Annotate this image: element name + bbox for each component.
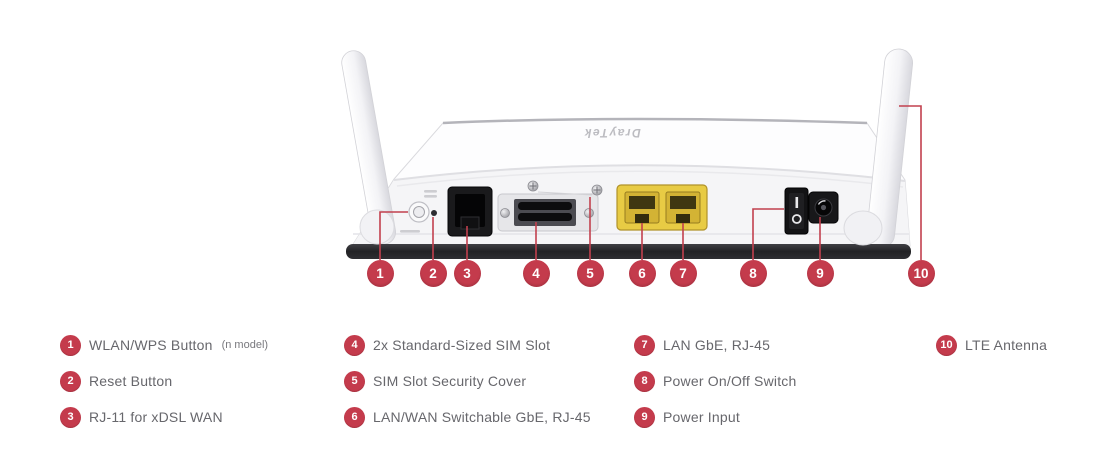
legend-badge-7: 7 — [634, 334, 655, 356]
reset-pinhole — [431, 210, 437, 216]
diagram-callout-10: 10 — [907, 259, 935, 287]
diagram-callout-6: 6 — [628, 259, 656, 287]
diagram-callout-9: 9 — [806, 259, 834, 287]
sim-slot — [497, 193, 599, 232]
legend-label: Reset Button — [89, 373, 173, 389]
legend-item-lte-antenna: 10 LTE Antenna — [936, 334, 1047, 356]
brand-logo: DrayTek — [583, 126, 641, 140]
legend-badge-4: 4 — [344, 334, 365, 356]
legend-item-power-switch: 8 Power On/Off Switch — [634, 370, 796, 392]
lan-wan-port — [624, 191, 660, 224]
legend-item-rj11-xdsl-wan: 3 RJ-11 for xDSL WAN — [60, 406, 268, 428]
power-switch — [784, 187, 809, 235]
top-back-edge — [442, 117, 868, 125]
legend-badge-6: 6 — [344, 406, 365, 428]
diagram-callout-7: 7 — [669, 259, 697, 287]
legend-badge-3: 3 — [60, 406, 81, 428]
legend-badge-9: 9 — [634, 406, 655, 428]
security-cover-screws — [527, 180, 603, 196]
diagram-callout-8: 8 — [739, 259, 767, 287]
legend-item-wlan-wps-button: 1 WLAN/WPS Button (n model) — [60, 334, 268, 356]
switch-off-mark — [791, 214, 802, 224]
legend-column-3: 7 LAN GbE, RJ-45 8 Power On/Off Switch 9… — [634, 334, 796, 428]
legend-badge-10: 10 — [936, 334, 957, 356]
ridge-echo-line — [396, 170, 904, 188]
legend-label: SIM Slot Security Cover — [373, 373, 527, 389]
leader-1 — [379, 211, 408, 260]
legend-item-lan-wan-gbe: 6 LAN/WAN Switchable GbE, RJ-45 — [344, 406, 591, 428]
left-antenna-hinge — [359, 209, 395, 245]
top-ridge-line — [393, 164, 906, 182]
legend-item-lan-gbe: 7 LAN GbE, RJ-45 — [634, 334, 796, 356]
rj11-port — [447, 186, 493, 237]
lan-port — [665, 191, 701, 224]
legend-badge-2: 2 — [60, 370, 81, 392]
diagram-callout-4: 4 — [522, 259, 550, 287]
legend-item-sim-security-cover: 5 SIM Slot Security Cover — [344, 370, 591, 392]
legend-label: 2x Standard-Sized SIM Slot — [373, 337, 551, 353]
legend-badge-5: 5 — [344, 370, 365, 392]
legend-label: LTE Antenna — [965, 337, 1048, 353]
legend-item-sim-slot: 4 2x Standard-Sized SIM Slot — [344, 334, 591, 356]
legend-label: Power On/Off Switch — [663, 373, 797, 389]
legend-badge-8: 8 — [634, 370, 655, 392]
legend-badge-1: 1 — [60, 334, 81, 356]
leader-10 — [899, 105, 922, 260]
wifi-antenna-left — [341, 50, 397, 245]
legend-label: RJ-11 for xDSL WAN — [89, 409, 223, 425]
leader-8 — [752, 208, 784, 260]
legend-label: Power Input — [663, 409, 740, 425]
legend-column-1: 1 WLAN/WPS Button (n model) 2 Reset Butt… — [60, 334, 268, 428]
diagram-callout-2: 2 — [419, 259, 447, 287]
legend-label: WLAN/WPS Button — [89, 337, 213, 353]
legend-item-power-input: 9 Power Input — [634, 406, 796, 428]
switch-on-mark — [795, 197, 799, 208]
diagram-callout-1: 1 — [366, 259, 394, 287]
legend-label-note: (n model) — [221, 339, 269, 351]
right-antenna-hinge — [843, 210, 883, 246]
ethernet-port-block — [616, 184, 708, 231]
diagram-callout-5: 5 — [576, 259, 604, 287]
legend-column-2: 4 2x Standard-Sized SIM Slot 5 SIM Slot … — [344, 334, 591, 428]
legend-label: LAN/WAN Switchable GbE, RJ-45 — [373, 409, 591, 425]
legend-label: LAN GbE, RJ-45 — [663, 337, 771, 353]
legend-item-reset-button: 2 Reset Button — [60, 370, 268, 392]
diagram-callout-3: 3 — [453, 259, 481, 287]
legend-column-4: 10 LTE Antenna — [936, 334, 1047, 356]
leader-lines — [379, 105, 922, 260]
wps-button — [408, 201, 430, 223]
power-input-jack — [808, 191, 839, 224]
base-strip — [346, 244, 911, 259]
panel-print-marks — [400, 190, 437, 233]
